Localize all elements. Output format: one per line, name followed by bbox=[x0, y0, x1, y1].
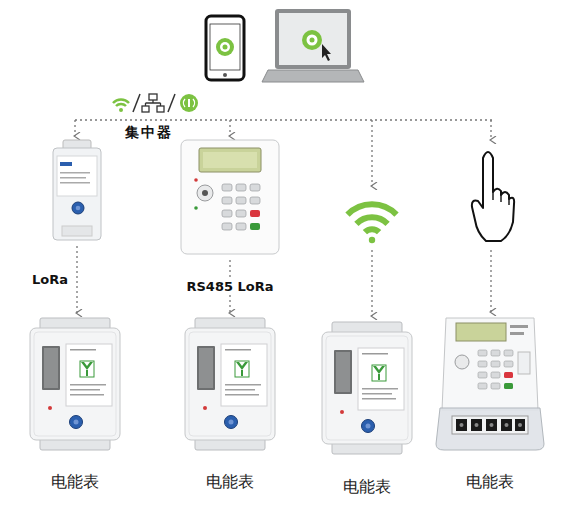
prepaid-meter bbox=[436, 318, 544, 450]
meter-node: 电能表 bbox=[25, 316, 125, 499]
group-label: 集中器 bbox=[122, 124, 176, 142]
device-node bbox=[50, 140, 104, 242]
bus-line bbox=[75, 120, 492, 316]
energy-meter bbox=[30, 318, 120, 450]
phone-icon bbox=[206, 16, 244, 80]
meter-node: 电能表 bbox=[180, 316, 280, 499]
wifi-symbol bbox=[348, 204, 397, 243]
hand-icon bbox=[472, 152, 514, 241]
device-node bbox=[178, 138, 282, 256]
laptop-icon bbox=[262, 9, 364, 82]
node-label: 电能表 bbox=[25, 472, 125, 493]
network-icons bbox=[113, 94, 198, 112]
energy-meter bbox=[322, 322, 412, 454]
meter-node: 电能表 bbox=[438, 312, 542, 499]
energy-meter bbox=[185, 318, 275, 450]
node-label: 电能表 bbox=[317, 477, 417, 498]
node-label: 电能表 bbox=[438, 472, 542, 493]
keypad-meter bbox=[181, 140, 279, 254]
connector-arrow bbox=[76, 246, 77, 313]
meter-node: 电能表 bbox=[317, 316, 417, 504]
concentrator-device bbox=[53, 140, 101, 240]
protocol-label: RS485 LoRa bbox=[183, 279, 276, 294]
protocol-label: LoRa bbox=[29, 272, 71, 287]
node-label: 电能表 bbox=[180, 472, 280, 493]
